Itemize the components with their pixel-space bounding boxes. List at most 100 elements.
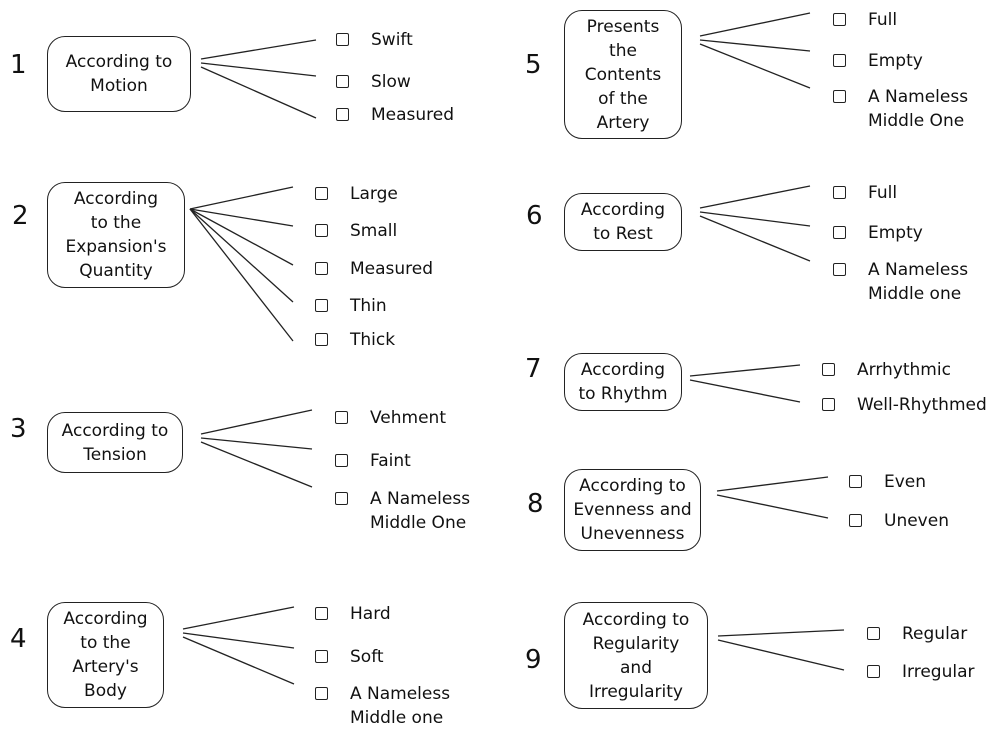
group-1-option-2[interactable]: Slow xyxy=(336,70,411,94)
group-4-option-3[interactable]: A Nameless Middle one xyxy=(315,682,450,730)
group-2-option-2[interactable]: Small xyxy=(315,219,397,243)
option-label: A Nameless Middle one xyxy=(868,260,969,304)
group-5-connector-2 xyxy=(699,39,811,52)
checkbox[interactable] xyxy=(315,187,328,200)
option-label: Small xyxy=(350,221,398,241)
checkbox[interactable] xyxy=(315,262,328,275)
option-label: A Nameless Middle One xyxy=(370,489,471,533)
option-label: Regular xyxy=(902,624,968,644)
group-2-connector-3 xyxy=(189,208,294,266)
checkbox[interactable] xyxy=(833,54,846,67)
checkbox[interactable] xyxy=(315,650,328,663)
option-label: A Nameless Middle One xyxy=(868,87,969,131)
group-8-category-box: According to Evenness and Unevenness xyxy=(564,469,701,551)
option-label: Measured xyxy=(371,105,455,125)
group-3-option-1[interactable]: Vehment xyxy=(335,406,446,430)
checkbox[interactable] xyxy=(335,454,348,467)
checkbox[interactable] xyxy=(849,475,862,488)
group-2-number: 2 xyxy=(12,201,29,231)
checkbox[interactable] xyxy=(336,75,349,88)
group-3-connector-3 xyxy=(200,441,313,488)
checkbox[interactable] xyxy=(315,687,328,700)
group-1-option-1[interactable]: Swift xyxy=(336,28,413,52)
group-3-option-3[interactable]: A Nameless Middle One xyxy=(335,487,470,535)
group-4-connector-3 xyxy=(182,636,295,685)
group-9-connector-2 xyxy=(717,639,845,671)
option-label: Vehment xyxy=(370,408,447,428)
option-label: A Nameless Middle one xyxy=(350,684,451,728)
option-label: Well-Rhythmed xyxy=(857,395,987,415)
group-3-connector-2 xyxy=(200,437,313,450)
group-5-option-2[interactable]: Empty xyxy=(833,49,923,73)
checkbox[interactable] xyxy=(335,492,348,505)
group-7-connector-2 xyxy=(689,379,801,403)
option-label: Full xyxy=(868,10,898,30)
group-8-connector-1 xyxy=(716,476,829,492)
group-5-option-3[interactable]: A Nameless Middle One xyxy=(833,85,968,133)
checkbox[interactable] xyxy=(336,108,349,121)
checkbox[interactable] xyxy=(833,90,846,103)
checkbox[interactable] xyxy=(822,398,835,411)
group-9-connector-1 xyxy=(717,629,845,637)
group-6-option-3[interactable]: A Nameless Middle one xyxy=(833,258,968,306)
group-6-number: 6 xyxy=(526,201,543,231)
group-2-connector-5 xyxy=(189,208,294,342)
group-6-option-1[interactable]: Full xyxy=(833,181,897,205)
group-9-option-1[interactable]: Regular xyxy=(867,622,967,646)
checkbox[interactable] xyxy=(315,607,328,620)
checkbox[interactable] xyxy=(336,33,349,46)
group-5-category-box: Presents the Contents of the Artery xyxy=(564,10,682,139)
option-label: Empty xyxy=(868,51,923,71)
group-5-connector-1 xyxy=(699,12,811,37)
checkbox[interactable] xyxy=(849,514,862,527)
group-1-connector-2 xyxy=(200,62,317,77)
checkbox[interactable] xyxy=(867,665,880,678)
group-1-option-3[interactable]: Measured xyxy=(336,103,454,127)
group-3-option-2[interactable]: Faint xyxy=(335,449,411,473)
checkbox[interactable] xyxy=(315,224,328,237)
group-5-option-1[interactable]: Full xyxy=(833,8,897,32)
option-label: Thin xyxy=(350,296,387,316)
group-8-option-1[interactable]: Even xyxy=(849,470,926,494)
option-label: Thick xyxy=(350,330,396,350)
group-1-connector-1 xyxy=(200,39,317,60)
group-1-connector-3 xyxy=(200,66,317,119)
group-7-option-1[interactable]: Arrhythmic xyxy=(822,358,951,382)
checkbox[interactable] xyxy=(833,226,846,239)
option-label: Even xyxy=(884,472,927,492)
group-2-option-5[interactable]: Thick xyxy=(315,328,395,352)
option-label: Large xyxy=(350,184,398,204)
group-8-number: 8 xyxy=(527,489,544,519)
group-7-option-2[interactable]: Well-Rhythmed xyxy=(822,393,987,417)
group-4-option-2[interactable]: Soft xyxy=(315,645,384,669)
option-label: Slow xyxy=(371,72,411,92)
checkbox[interactable] xyxy=(867,627,880,640)
group-2-option-1[interactable]: Large xyxy=(315,182,398,206)
group-7-connector-1 xyxy=(689,364,801,377)
checkbox[interactable] xyxy=(335,411,348,424)
group-1-category-box: According to Motion xyxy=(47,36,191,112)
checkbox[interactable] xyxy=(822,363,835,376)
group-6-category-box: According to Rest xyxy=(564,193,682,251)
checkbox[interactable] xyxy=(833,186,846,199)
checkbox[interactable] xyxy=(833,13,846,26)
group-7-category-box: According to Rhythm xyxy=(564,353,682,411)
option-label: Arrhythmic xyxy=(857,360,951,380)
group-4-option-1[interactable]: Hard xyxy=(315,602,391,626)
option-label: Uneven xyxy=(884,511,949,531)
group-8-option-2[interactable]: Uneven xyxy=(849,509,949,533)
checkbox[interactable] xyxy=(315,333,328,346)
group-5-connector-3 xyxy=(699,43,811,89)
option-label: Hard xyxy=(350,604,391,624)
group-2-connector-4 xyxy=(189,208,294,303)
group-9-category-box: According to Regularity and Irregularity xyxy=(564,602,708,709)
group-1-number: 1 xyxy=(10,50,27,80)
checkbox[interactable] xyxy=(315,299,328,312)
group-9-number: 9 xyxy=(525,645,542,675)
group-2-option-4[interactable]: Thin xyxy=(315,294,387,318)
checkbox[interactable] xyxy=(833,263,846,276)
group-4-connector-2 xyxy=(182,632,295,649)
group-6-option-2[interactable]: Empty xyxy=(833,221,923,245)
group-9-option-2[interactable]: Irregular xyxy=(867,660,974,684)
group-2-option-3[interactable]: Measured xyxy=(315,257,433,281)
